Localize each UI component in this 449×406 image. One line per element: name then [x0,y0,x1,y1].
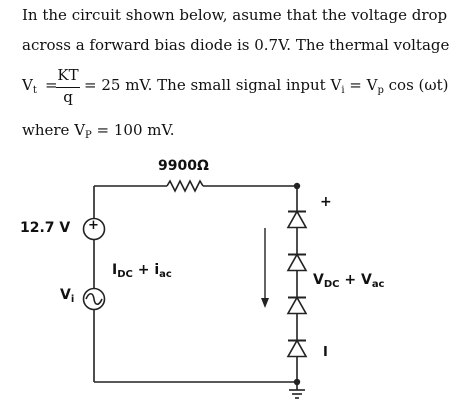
current-letter: I [112,262,118,278]
problem-line-2: across a forward bias diode is 0.7V. The… [22,36,449,54]
vi-subscript: i [341,85,345,96]
diode-triangle [286,252,308,272]
line3-rest: = 25 mV. The small signal input V [84,76,342,94]
problem-line-1: In the circuit shown below, asume that t… [22,6,448,24]
problem-line-4: where VP = 100 mV. [22,121,175,141]
line4-a: where V [22,121,86,139]
current-plus: + i [132,262,160,278]
vt-symbol: Vt [22,76,37,96]
ac-source-subscript: i [70,294,75,305]
diode-4 [286,338,308,358]
equals-sign: = [45,76,58,94]
junction-dot-bottom [293,378,301,386]
dc-source-symbol [82,217,106,241]
voltage-sub-dc: DC [323,279,340,290]
diode-triangle [286,209,308,229]
vt-subscript: t [32,85,37,96]
current-arrow-head [261,298,269,308]
voltage-plus: + V [339,272,372,288]
diode-3 [286,295,308,315]
vp-subscript: p [377,85,384,96]
diode-1 [286,209,308,229]
sine-wave-icon [85,292,103,306]
line3-end: cos (ωt) [383,76,449,94]
line3-mid: = V [344,76,378,94]
circuit-diagram [82,179,308,399]
current-label: IDC + iac [112,262,172,280]
junction-dot-top [293,182,301,190]
diode-stack [286,209,308,358]
fraction-bar [56,87,80,88]
line4-b: = 100 mV. [91,121,175,139]
dc-source-label: 12.7 V [20,220,71,236]
diode-triangle [286,338,308,358]
fraction-denominator: q [63,88,73,106]
voltage-sub-ac: ac [371,279,385,290]
plus-sign-label: + [320,194,332,210]
voltage-label: VDC + Vac [313,272,385,290]
ac-source-letter: V [60,287,71,303]
current-sub-dc: DC [117,269,133,280]
problem-line-3: = 25 mV. The small signal input Vi = Vp … [84,76,449,96]
ac-source-label: Vi [60,287,75,305]
diode-triangle [286,295,308,315]
fraction-numerator: KT [57,66,79,84]
voltage-letter: V [313,272,324,288]
resistor-symbol [166,179,204,193]
current-sub-ac: ac [159,269,172,280]
diode-2 [286,252,308,272]
dc-source-plus: + [88,218,99,233]
vt-label: V [22,76,33,94]
minus-sign-label: I [323,345,328,360]
resistor-label: 9900Ω [158,158,209,174]
vp-subscript-2: P [85,130,92,141]
